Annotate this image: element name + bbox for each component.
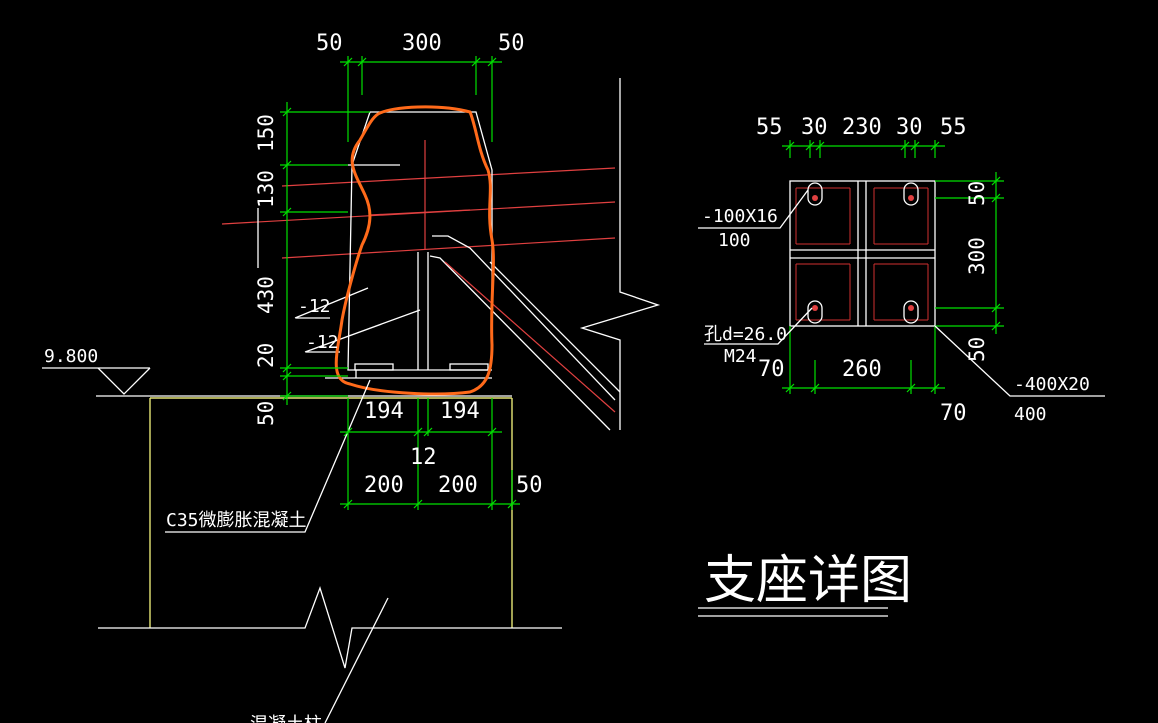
dim-top-left: 50 xyxy=(316,31,343,56)
plate-dim-right-300: 300 xyxy=(965,237,989,275)
drawing-title: 支座详图 xyxy=(704,551,912,611)
base-plate-label-sub: 400 xyxy=(1014,404,1047,425)
plate-dim-30-left: 30 xyxy=(801,115,828,140)
plate-dim-55-right: 55 xyxy=(940,115,967,140)
stiffener-label: -100X16 xyxy=(702,206,778,227)
dim-left-150: 150 xyxy=(254,114,278,152)
dim-center-12: 12 xyxy=(410,445,437,470)
plate-dim-70-right: 70 xyxy=(940,401,967,426)
column-break-line xyxy=(579,78,661,430)
bolt-hole-label: 孔d=26.0 xyxy=(704,324,787,345)
axis-lines xyxy=(221,140,616,259)
right-base-plate-detail: 55 30 230 30 55 50 300 50 xyxy=(698,115,1105,426)
dim-bottom-200-right: 200 xyxy=(438,473,478,498)
plate-bottom-dimension-chain xyxy=(782,326,945,394)
left-support-detail: 9.800 C35微膨胀混凝土 混凝土柱 50 300 50 xyxy=(42,31,661,723)
plate-dim-right-50-top: 50 xyxy=(965,181,989,206)
dim-bottom-200-left: 200 xyxy=(364,473,404,498)
diagonal-brace xyxy=(429,235,621,431)
elevation-label: 9.800 xyxy=(44,346,98,367)
dim-bottom-50: 50 xyxy=(516,473,543,498)
plate-dim-260: 260 xyxy=(842,357,882,382)
concrete-note: C35微膨胀混凝土 xyxy=(166,510,307,531)
bolt-spec-label: M24 xyxy=(724,346,757,367)
dim-bottom-194-left: 194 xyxy=(364,399,404,424)
stiffener-label-sub: 100 xyxy=(718,230,751,251)
dim-left-20: 20 xyxy=(254,343,278,368)
concrete-pedestal xyxy=(149,397,513,628)
plate-right-dimension-chain xyxy=(935,172,1004,334)
dim-left-50: 50 xyxy=(254,401,278,426)
markup-outline xyxy=(334,105,495,396)
bottom-dimension-row-1 xyxy=(340,398,502,510)
plate-dim-230: 230 xyxy=(842,115,882,140)
plate-dim-55-left: 55 xyxy=(756,115,783,140)
plate-dim-30-right: 30 xyxy=(896,115,923,140)
base-plate-label: -400X20 xyxy=(1014,374,1090,395)
bottom-dimension-row-2 xyxy=(340,470,520,510)
dim-top-middle: 300 xyxy=(402,31,442,56)
steel-member xyxy=(325,111,493,379)
stiffener-ribs xyxy=(790,181,935,326)
dim-left-130: 130 xyxy=(254,170,278,208)
dim-left-430: 430 xyxy=(254,276,278,314)
plate-top-dimension-chain xyxy=(782,140,945,158)
drawing-title-block: 支座详图 xyxy=(698,551,912,617)
dim-top-right: 50 xyxy=(498,31,525,56)
left-dimension-chain xyxy=(257,102,370,405)
dim-bottom-194-right: 194 xyxy=(440,399,480,424)
cut-label: 混凝土柱 xyxy=(250,714,322,723)
bolt-slots xyxy=(807,182,919,324)
plate-label-2: -12 xyxy=(306,332,339,353)
base-plate xyxy=(789,180,936,327)
top-dimension-chain xyxy=(340,56,502,142)
plate-dim-70-left: 70 xyxy=(758,357,785,382)
plate-label-1: -12 xyxy=(298,296,331,317)
elevation-marker xyxy=(42,367,151,395)
